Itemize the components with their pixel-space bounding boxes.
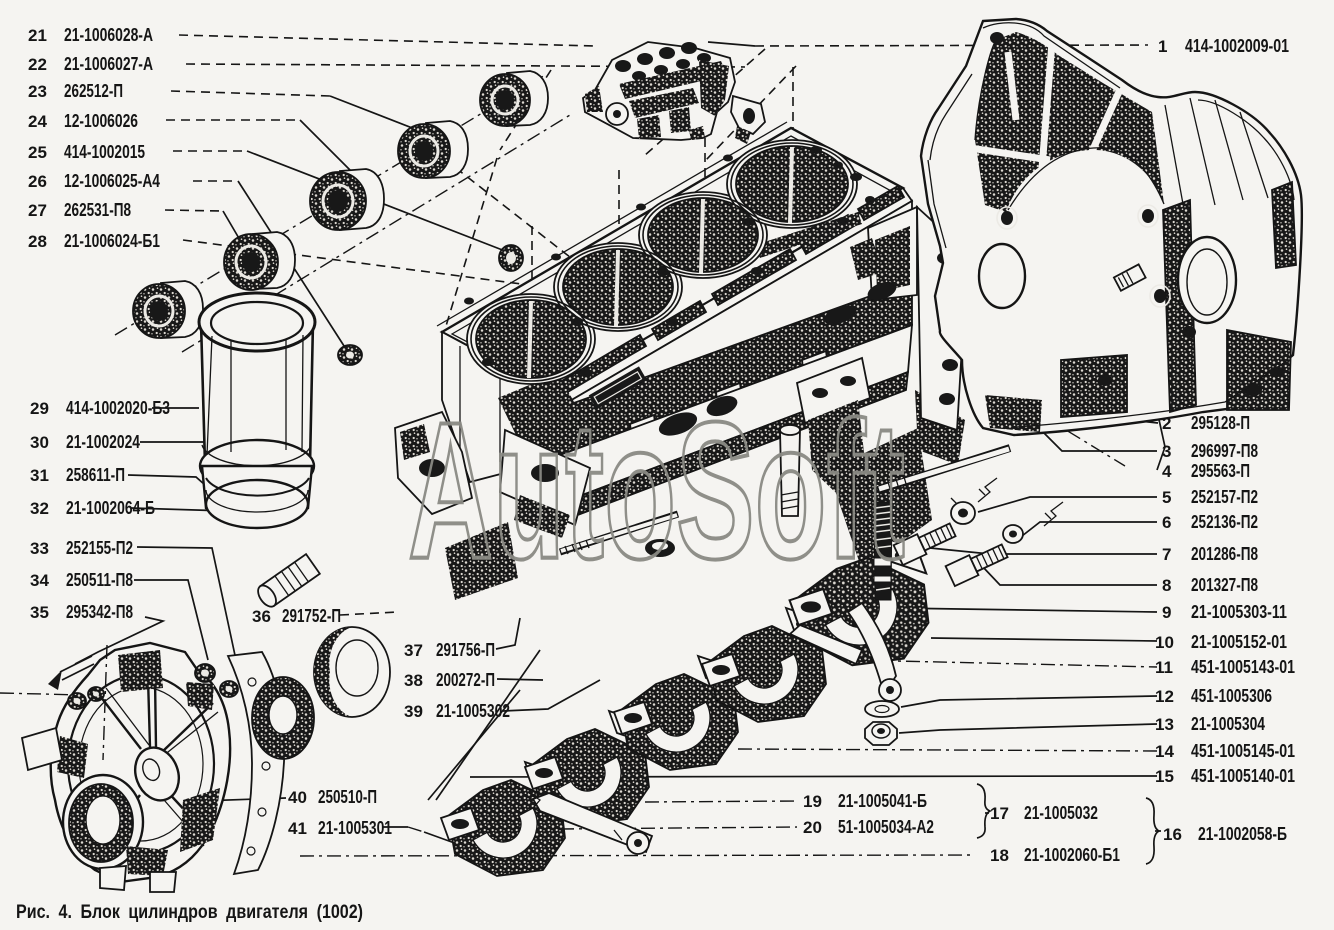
- svg-text:252136-П2: 252136-П2: [1191, 512, 1258, 532]
- svg-text:21-1006027-А: 21-1006027-А: [64, 54, 153, 74]
- svg-text:21-1005152-01: 21-1005152-01: [1191, 632, 1287, 652]
- svg-text:29: 29: [30, 399, 49, 418]
- svg-text:21-1005041-Б: 21-1005041-Б: [838, 791, 927, 811]
- svg-text:9: 9: [1162, 603, 1171, 622]
- svg-text:12-1006026: 12-1006026: [64, 111, 138, 131]
- svg-text:21-1006024-Б1: 21-1006024-Б1: [64, 231, 160, 251]
- svg-text:11: 11: [1155, 658, 1173, 677]
- svg-text:2: 2: [1162, 414, 1171, 433]
- svg-text:250511-П8: 250511-П8: [66, 570, 133, 590]
- svg-text:414-1002015: 414-1002015: [64, 142, 145, 162]
- svg-text:18: 18: [990, 846, 1009, 865]
- svg-text:21-1006028-А: 21-1006028-А: [64, 25, 153, 45]
- svg-text:26: 26: [28, 172, 47, 191]
- svg-text:451-1005145-01: 451-1005145-01: [1191, 741, 1295, 761]
- svg-text:20: 20: [803, 818, 822, 837]
- svg-text:41: 41: [288, 819, 307, 838]
- svg-text:451-1005143-01: 451-1005143-01: [1191, 657, 1295, 677]
- svg-text:21: 21: [28, 26, 47, 45]
- svg-text:8: 8: [1162, 576, 1171, 595]
- svg-text:21-1005301: 21-1005301: [318, 818, 392, 838]
- svg-text:Рис. 4. Блок цилиндров двигате: Рис. 4. Блок цилиндров двигателя (1002): [16, 901, 363, 923]
- svg-text:21-1002024: 21-1002024: [66, 432, 140, 452]
- svg-text:AutoSoft: AutoSoft: [408, 382, 905, 599]
- svg-text:258611-П: 258611-П: [66, 465, 125, 485]
- svg-text:295128-П: 295128-П: [1191, 413, 1250, 433]
- svg-text:252155-П2: 252155-П2: [66, 538, 133, 558]
- svg-text:7: 7: [1162, 545, 1171, 564]
- svg-text:295342-П8: 295342-П8: [66, 602, 133, 622]
- svg-text:291752-П: 291752-П: [282, 606, 341, 626]
- svg-text:12: 12: [1155, 687, 1174, 706]
- svg-text:24: 24: [28, 112, 47, 131]
- svg-text:35: 35: [30, 603, 49, 622]
- svg-text:38: 38: [404, 671, 423, 690]
- svg-text:291756-П: 291756-П: [436, 640, 495, 660]
- svg-text:4: 4: [1162, 462, 1172, 481]
- svg-text:17: 17: [990, 804, 1009, 823]
- svg-text:51-1005034-А2: 51-1005034-А2: [838, 817, 934, 837]
- svg-text:40: 40: [288, 788, 307, 807]
- svg-text:33: 33: [30, 539, 49, 558]
- svg-text:21-1002060-Б1: 21-1002060-Б1: [1024, 845, 1120, 865]
- svg-text:25: 25: [28, 143, 47, 162]
- svg-text:5: 5: [1162, 488, 1171, 507]
- svg-text:16: 16: [1163, 825, 1182, 844]
- svg-text:22: 22: [28, 55, 47, 74]
- svg-text:12-1006025-А4: 12-1006025-А4: [64, 171, 160, 191]
- svg-text:36: 36: [252, 607, 271, 626]
- svg-text:451-1005140-01: 451-1005140-01: [1191, 766, 1295, 786]
- svg-text:6: 6: [1162, 513, 1171, 532]
- svg-text:28: 28: [28, 232, 47, 251]
- svg-text:23: 23: [28, 82, 47, 101]
- svg-text:414-1002020-Б3: 414-1002020-Б3: [66, 398, 170, 418]
- svg-text:30: 30: [30, 433, 49, 452]
- svg-text:32: 32: [30, 499, 49, 518]
- svg-text:37: 37: [404, 641, 423, 660]
- svg-text:1: 1: [1158, 37, 1167, 56]
- svg-text:21-1005303-11: 21-1005303-11: [1191, 602, 1287, 622]
- svg-text:250510-П: 250510-П: [318, 787, 377, 807]
- svg-text:262512-П: 262512-П: [64, 81, 123, 101]
- svg-text:3: 3: [1162, 442, 1171, 461]
- svg-text:414-1002009-01: 414-1002009-01: [1185, 36, 1289, 56]
- svg-text:21-1005304: 21-1005304: [1191, 714, 1265, 734]
- svg-text:21-1005302: 21-1005302: [436, 701, 510, 721]
- svg-text:451-1005306: 451-1005306: [1191, 686, 1272, 706]
- svg-text:10: 10: [1155, 633, 1174, 652]
- svg-text:252157-П2: 252157-П2: [1191, 487, 1258, 507]
- svg-text:262531-П8: 262531-П8: [64, 200, 131, 220]
- svg-text:31: 31: [30, 466, 49, 485]
- svg-text:296997-П8: 296997-П8: [1191, 441, 1258, 461]
- svg-text:21-1002058-Б: 21-1002058-Б: [1198, 824, 1287, 844]
- svg-text:295563-П: 295563-П: [1191, 461, 1250, 481]
- svg-text:39: 39: [404, 702, 423, 721]
- svg-text:201286-П8: 201286-П8: [1191, 544, 1258, 564]
- svg-text:200272-П: 200272-П: [436, 670, 495, 690]
- svg-text:21-1002064-Б: 21-1002064-Б: [66, 498, 155, 518]
- svg-text:15: 15: [1155, 767, 1174, 786]
- svg-text:27: 27: [28, 201, 47, 220]
- svg-text:13: 13: [1155, 715, 1174, 734]
- svg-text:201327-П8: 201327-П8: [1191, 575, 1258, 595]
- svg-text:19: 19: [803, 792, 822, 811]
- svg-text:21-1005032: 21-1005032: [1024, 803, 1098, 823]
- svg-text:14: 14: [1155, 742, 1174, 761]
- svg-text:34: 34: [30, 571, 49, 590]
